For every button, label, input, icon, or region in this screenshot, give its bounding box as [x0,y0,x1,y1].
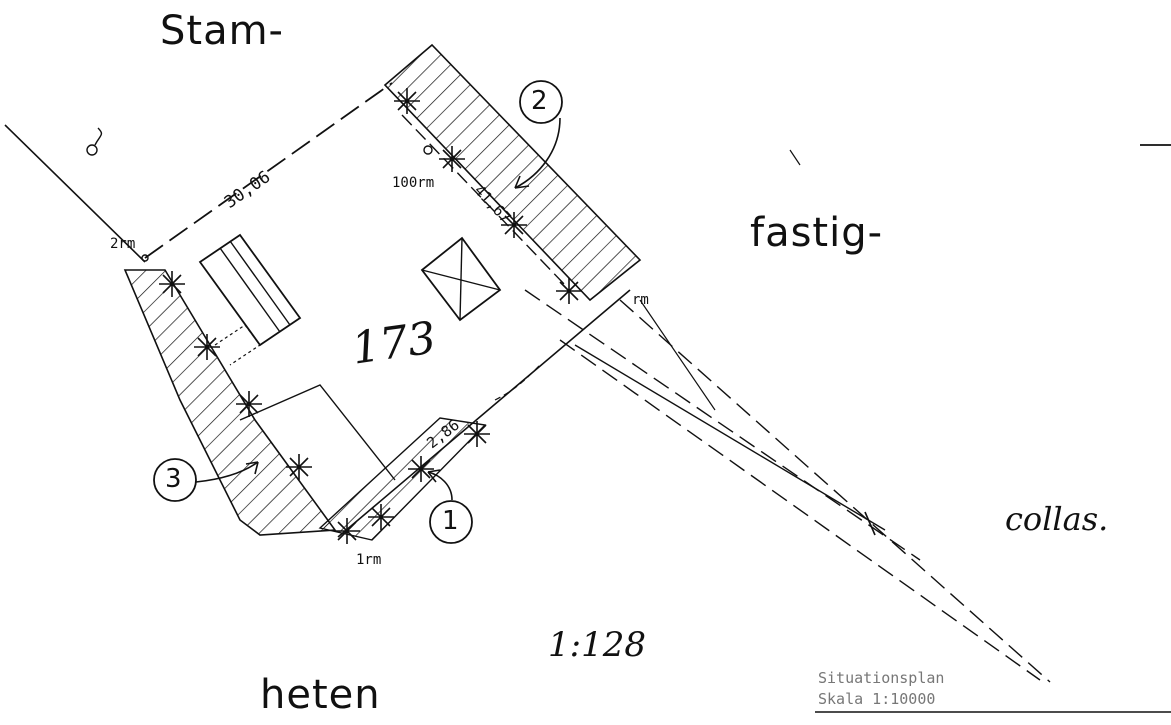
building-left-annex [214,324,261,366]
doodle-circle [86,144,98,156]
point-label-corner: rm [632,292,649,308]
interior-outline [239,384,396,481]
boundary-top-dashed [144,82,393,259]
hatched-area-3 [123,269,337,536]
point-label-top-left: 2rm [110,236,136,252]
driveway-line-5 [639,299,716,411]
leader-arrow-1 [427,471,453,501]
survey-point-markers [159,88,582,544]
leader-arrow-3 [195,461,259,483]
handwritten-note: collas. [1005,500,1109,538]
building-left [198,233,302,347]
leader-arrow-2 [514,117,561,189]
word-fastig: fastig- [750,210,884,256]
marker-circles [153,80,563,544]
word-stam: Stam- [160,8,284,54]
stamp-line-1: Situationsplan [818,669,945,687]
driveway-line-1 [559,339,1041,681]
driveway-line-2 [524,289,921,561]
point-label-right: 100rm [392,175,435,191]
boundary-lower-right [337,289,631,538]
word-heten: heten [260,672,381,718]
marker-label-1: 1 [442,506,459,536]
scale-note: 1:128 [548,625,646,665]
road-edge-line [4,124,146,263]
hatched-area-2 [383,43,642,302]
marker-label-2: 2 [531,86,548,116]
stamp-line-2: Skala 1:10000 [818,690,936,708]
driveway-line-3 [619,299,1051,683]
driveway-line-4 [574,344,886,531]
point-label-bottom: 1rm [356,552,382,568]
hatched-area-1 [318,417,487,541]
marker-label-3: 3 [165,464,182,494]
